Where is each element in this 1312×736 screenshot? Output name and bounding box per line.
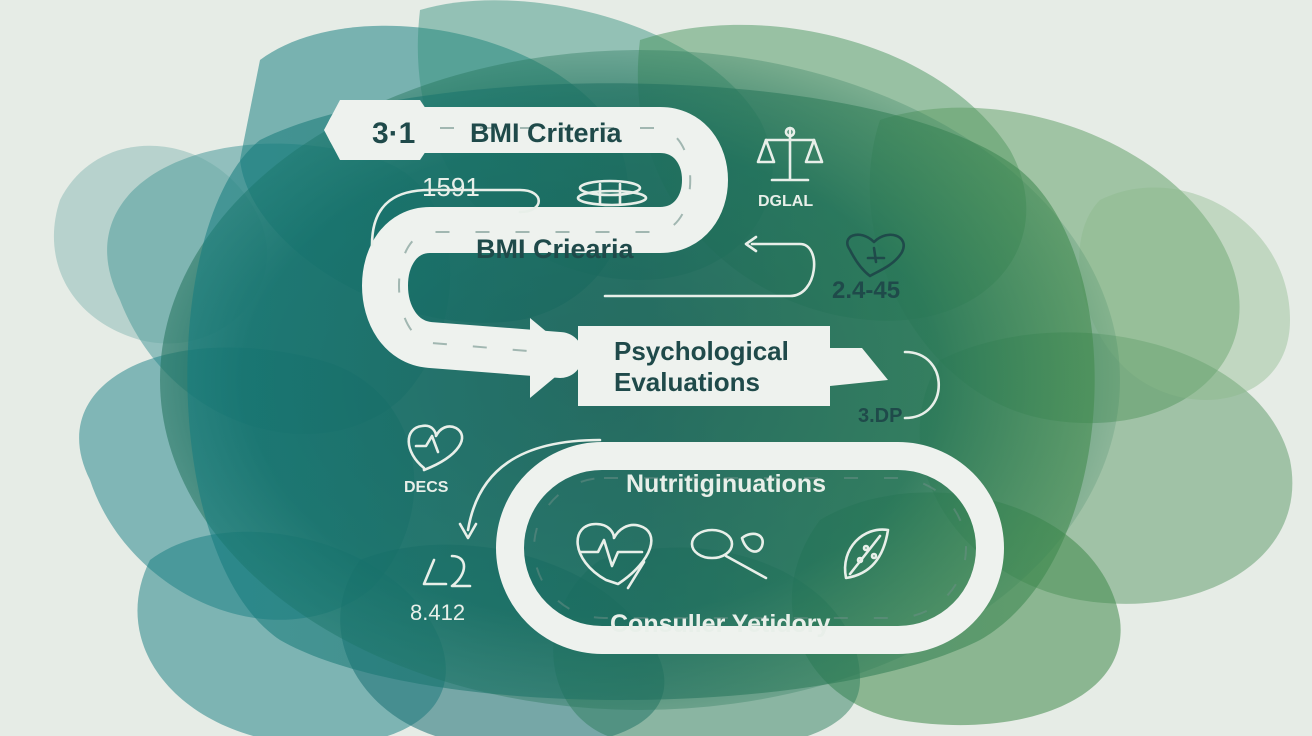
vegetable-icon [843, 528, 890, 580]
bmi-criteria-label: BMI Criteria [470, 118, 623, 148]
step-badge-shape [324, 100, 440, 160]
nutrition-track [496, 442, 1004, 654]
code-1591: 1591 [422, 172, 480, 202]
figure-icon [422, 554, 472, 588]
connectors [370, 188, 940, 540]
decs-label: DECS [404, 479, 449, 496]
coins-icon [576, 179, 648, 207]
range-label: 2.4-45 [832, 277, 900, 304]
spoon-icon [690, 528, 768, 580]
code-3dp: 3.DP [858, 405, 902, 427]
nutritiginuations-label: Nutritiginuations [626, 470, 826, 498]
code-8412: 8.412 [410, 600, 465, 625]
psychological-label-line1: Psychological [614, 336, 789, 366]
dglal-label: DGLAL [758, 193, 813, 210]
step-badge: 3·1 [372, 117, 415, 150]
heart-check-icon [407, 424, 464, 472]
psychological-label-line2: Evaluations [614, 367, 760, 397]
heart-bowl-icon [846, 233, 905, 278]
heart-ecg-icon [576, 522, 653, 590]
bmi-criearia-label: BMI Criearia [476, 234, 635, 264]
scales-icon [756, 126, 824, 182]
consuller-yetidory-label: Consuller Yetidory [610, 610, 831, 638]
flow-arrow-head [530, 318, 578, 398]
flow-path [327, 107, 728, 398]
psychological-box [578, 326, 888, 406]
